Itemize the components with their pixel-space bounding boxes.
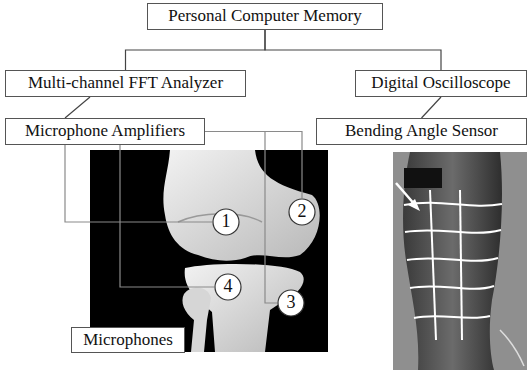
box-label: Digital Oscilloscope [371,74,510,93]
connector-line [422,97,442,118]
callout-number: 1 [222,212,231,232]
box-label: Microphone Amplifiers [25,122,185,141]
connector-path [120,145,214,287]
connector-path [126,30,266,70]
box-label: Microphones [83,331,173,350]
connector-path [205,132,277,304]
device-box: Digital Oscilloscope [355,70,527,97]
connector-line [205,132,302,199]
box-label: Multi-channel FFT Analyzer [28,74,223,93]
connector-line [126,30,266,70]
connector-line [65,97,90,118]
callout-number: 2 [298,202,307,222]
connector-path [422,97,442,118]
connector-line [265,30,441,70]
device-box: Multi-channel FFT Analyzer [5,70,246,97]
connector-path [265,30,441,70]
sensor-box: Bending Angle Sensor [316,118,527,145]
connector-line [65,145,212,222]
connector-path [65,97,90,118]
box-label: Bending Angle Sensor [345,122,498,141]
callout-circle: 1 [212,208,240,236]
label-box: Microphones [71,327,185,353]
connector-line [120,145,214,287]
callout-number: 4 [224,277,233,297]
box-label: Personal Computer Memory [168,7,362,26]
system-box: Personal Computer Memory [147,3,383,30]
connector-path [205,132,302,199]
callout-number: 3 [287,293,296,313]
connector-path [65,145,212,222]
callout-circle: 3 [277,289,305,317]
callout-circle: 2 [288,198,316,226]
callout-circle: 4 [214,273,242,301]
device-box: Microphone Amplifiers [5,118,205,145]
connector-line [205,132,277,304]
